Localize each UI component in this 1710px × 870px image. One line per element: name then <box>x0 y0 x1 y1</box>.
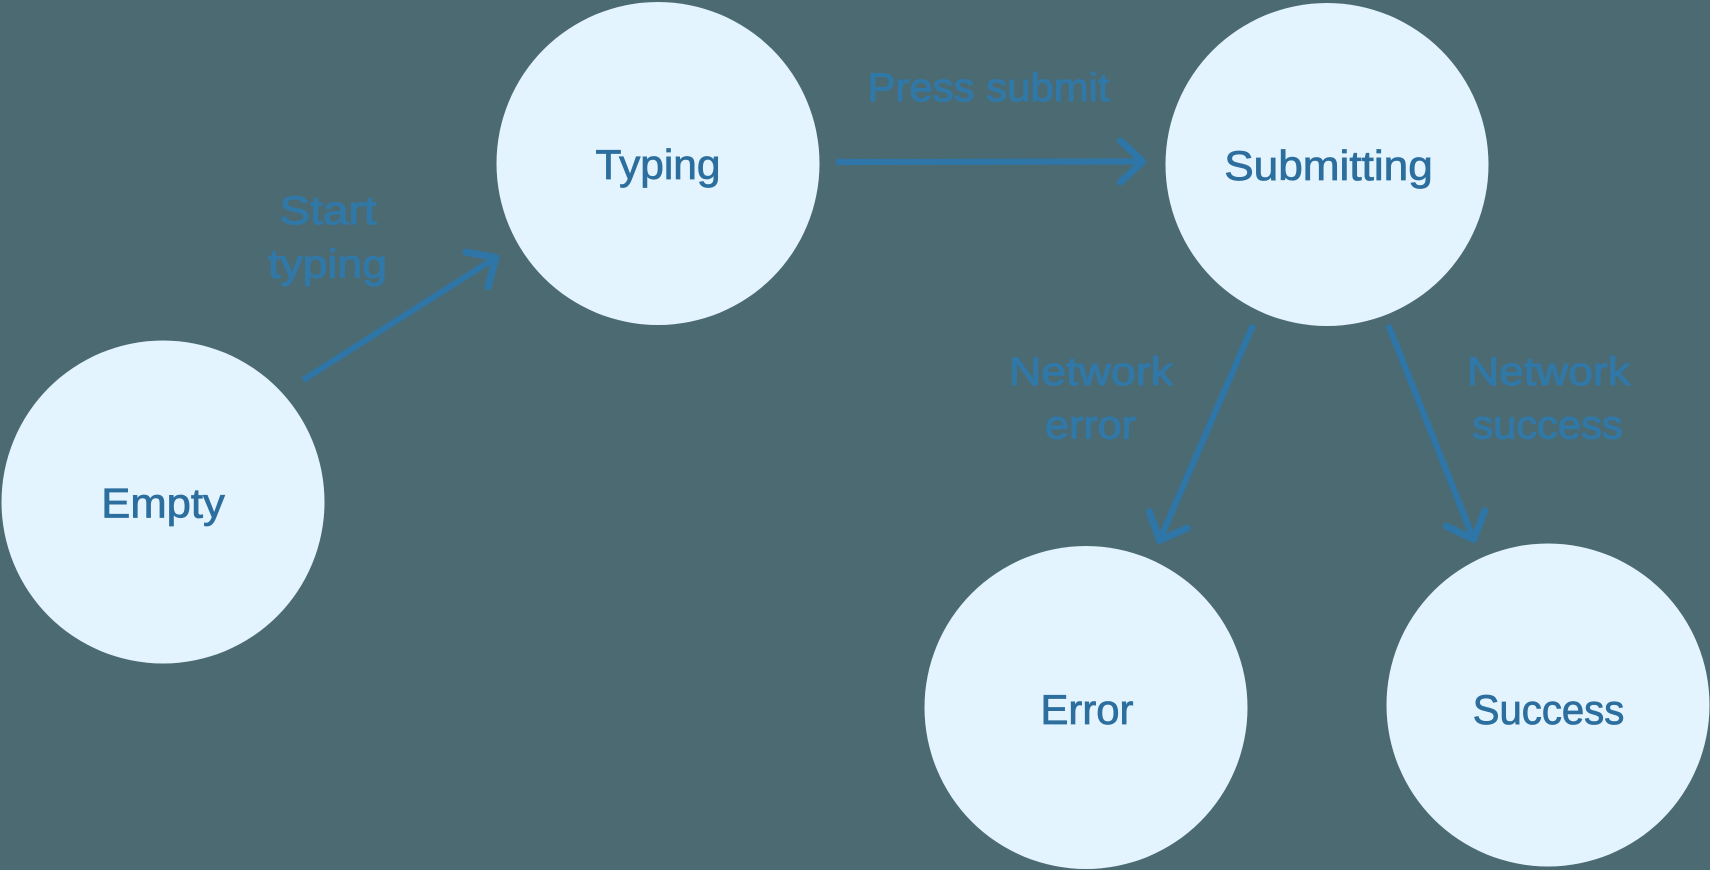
svg-text:Network: Network <box>1009 350 1174 394</box>
svg-text:Typing: Typing <box>596 141 721 188</box>
svg-text:Start: Start <box>279 189 376 233</box>
svg-text:Network: Network <box>1467 350 1631 394</box>
svg-text:Error: Error <box>1041 686 1134 733</box>
svg-text:error: error <box>1045 404 1136 448</box>
svg-text:Submitting: Submitting <box>1224 142 1433 189</box>
svg-text:Press submit: Press submit <box>868 66 1110 110</box>
svg-text:success: success <box>1472 404 1623 448</box>
svg-text:Empty: Empty <box>101 480 225 527</box>
svg-text:typing: typing <box>268 243 387 287</box>
svg-text:Success: Success <box>1473 686 1625 733</box>
